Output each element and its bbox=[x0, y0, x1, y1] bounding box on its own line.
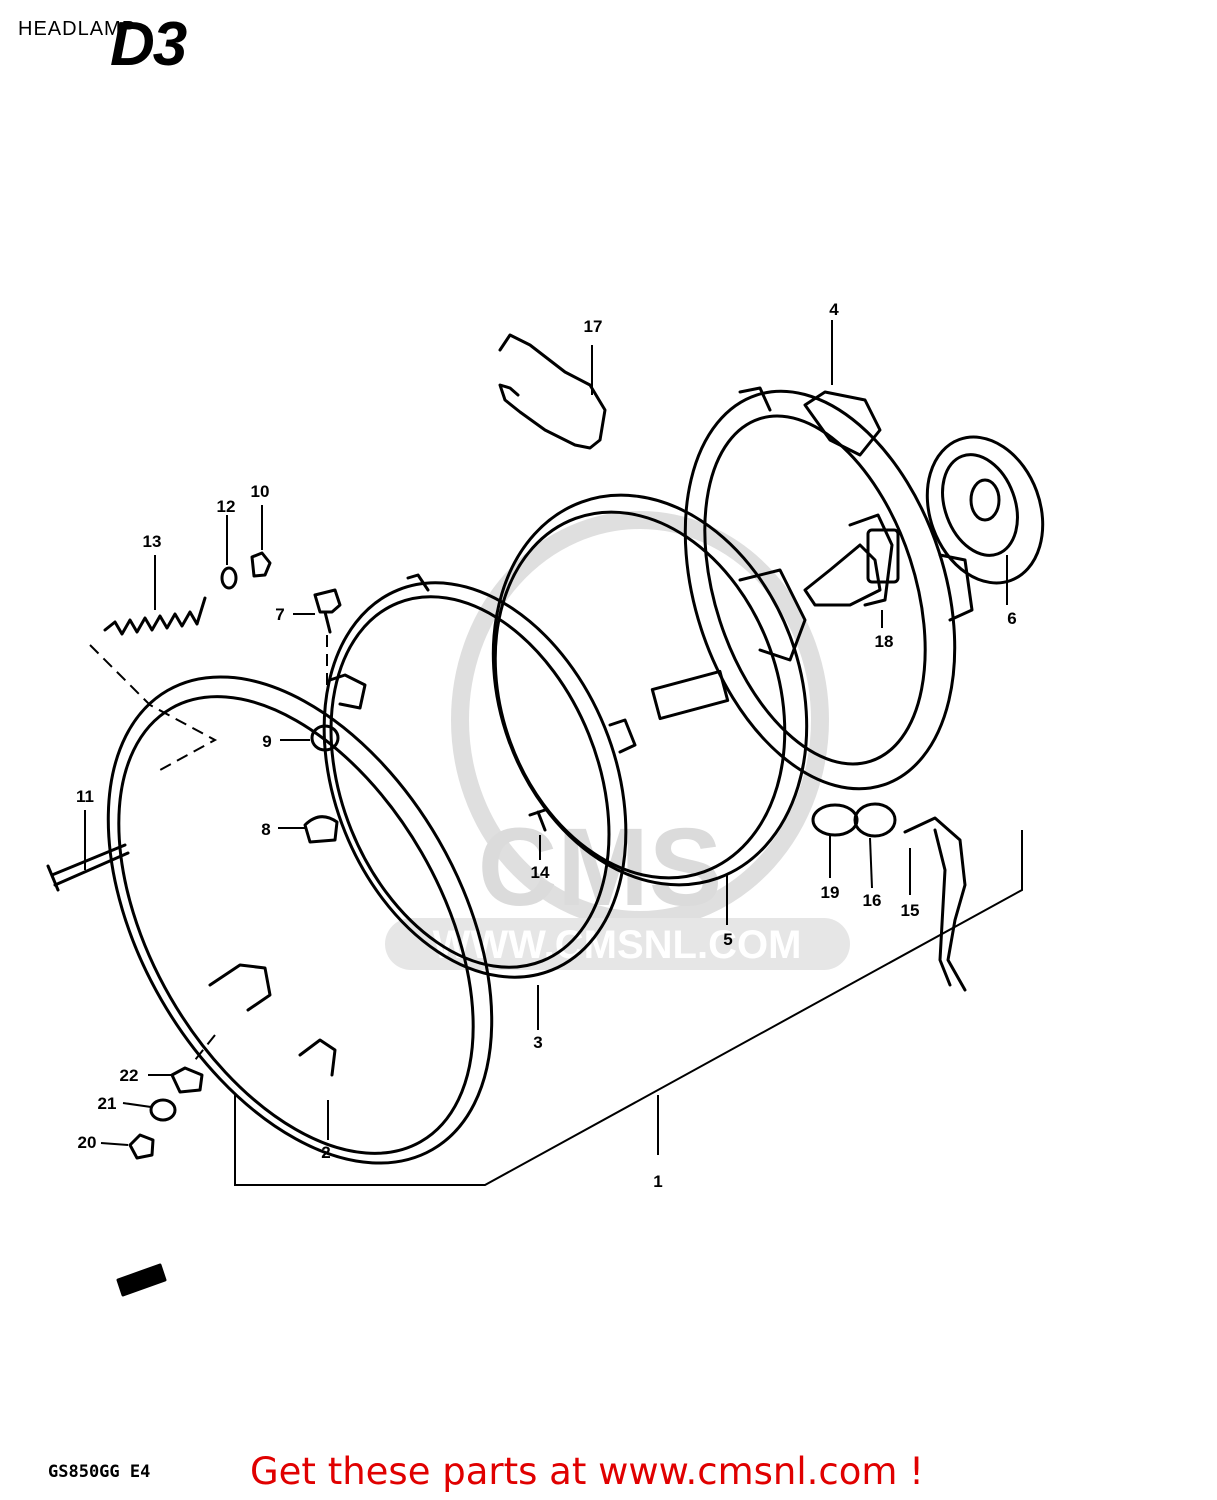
part-number-8: 8 bbox=[261, 820, 270, 839]
part-number-21: 21 bbox=[98, 1094, 117, 1113]
lens-rim bbox=[322, 573, 637, 979]
nut bbox=[250, 551, 272, 578]
part-number-1: 1 bbox=[653, 1172, 662, 1191]
adjuster-screw bbox=[46, 843, 130, 892]
headlamp-bulb bbox=[803, 513, 900, 607]
part-number-17: 17 bbox=[584, 317, 603, 336]
headlamp-outer-rim bbox=[106, 675, 494, 1165]
part-number-22: 22 bbox=[120, 1066, 139, 1085]
bulb-retaining-clip bbox=[498, 333, 607, 450]
front-arrow-icon bbox=[116, 1263, 167, 1297]
pilot-lamp-assembly bbox=[811, 802, 967, 992]
part-number-18: 18 bbox=[875, 632, 894, 651]
part-number-6: 6 bbox=[1007, 609, 1016, 628]
watermark-logo: CMS bbox=[478, 806, 722, 929]
nut-small bbox=[128, 1133, 155, 1160]
grommet-small bbox=[310, 724, 340, 752]
part-number-15: 15 bbox=[901, 901, 920, 920]
diagram-code-badge: D3 bbox=[110, 10, 187, 79]
lens-screw bbox=[528, 808, 547, 832]
washer bbox=[220, 566, 238, 590]
part-number-7: 7 bbox=[275, 605, 284, 624]
part-number-5: 5 bbox=[723, 930, 732, 949]
cta-link[interactable]: Get these parts at www.cmsnl.com ! bbox=[250, 1450, 925, 1493]
watermark: CMS WWW.CMSNL.COM bbox=[385, 511, 850, 970]
part-callouts: 1 2 3 4 5 6 7 8 9 10 11 12 13 14 15 16 1… bbox=[76, 300, 1017, 1191]
part-number-10: 10 bbox=[251, 482, 270, 501]
spacer bbox=[149, 1098, 177, 1122]
part-number-4: 4 bbox=[829, 300, 839, 319]
watermark-url: WWW.CMSNL.COM bbox=[433, 923, 802, 967]
model-code: GS850GG E4 bbox=[48, 1462, 151, 1482]
part-number-13: 13 bbox=[143, 532, 162, 551]
headlamp-lens-unit bbox=[491, 493, 809, 887]
adjuster-spring bbox=[103, 596, 207, 636]
diagram-title: HEADLAMP bbox=[18, 18, 137, 40]
part-number-20: 20 bbox=[78, 1133, 97, 1152]
part-number-14: 14 bbox=[531, 863, 550, 882]
part-number-3: 3 bbox=[533, 1033, 542, 1052]
part-number-9: 9 bbox=[262, 732, 271, 751]
headlamp-housing bbox=[683, 386, 974, 791]
part-number-11: 11 bbox=[76, 787, 94, 806]
part-number-12: 12 bbox=[217, 497, 236, 516]
grommet-cap bbox=[303, 815, 339, 844]
bulb-socket-cup bbox=[925, 435, 1045, 585]
mounting-bolt bbox=[313, 588, 342, 634]
cushion bbox=[170, 1066, 204, 1094]
part-number-16: 16 bbox=[863, 891, 882, 910]
part-number-19: 19 bbox=[821, 883, 840, 902]
part-number-2: 2 bbox=[321, 1143, 330, 1162]
